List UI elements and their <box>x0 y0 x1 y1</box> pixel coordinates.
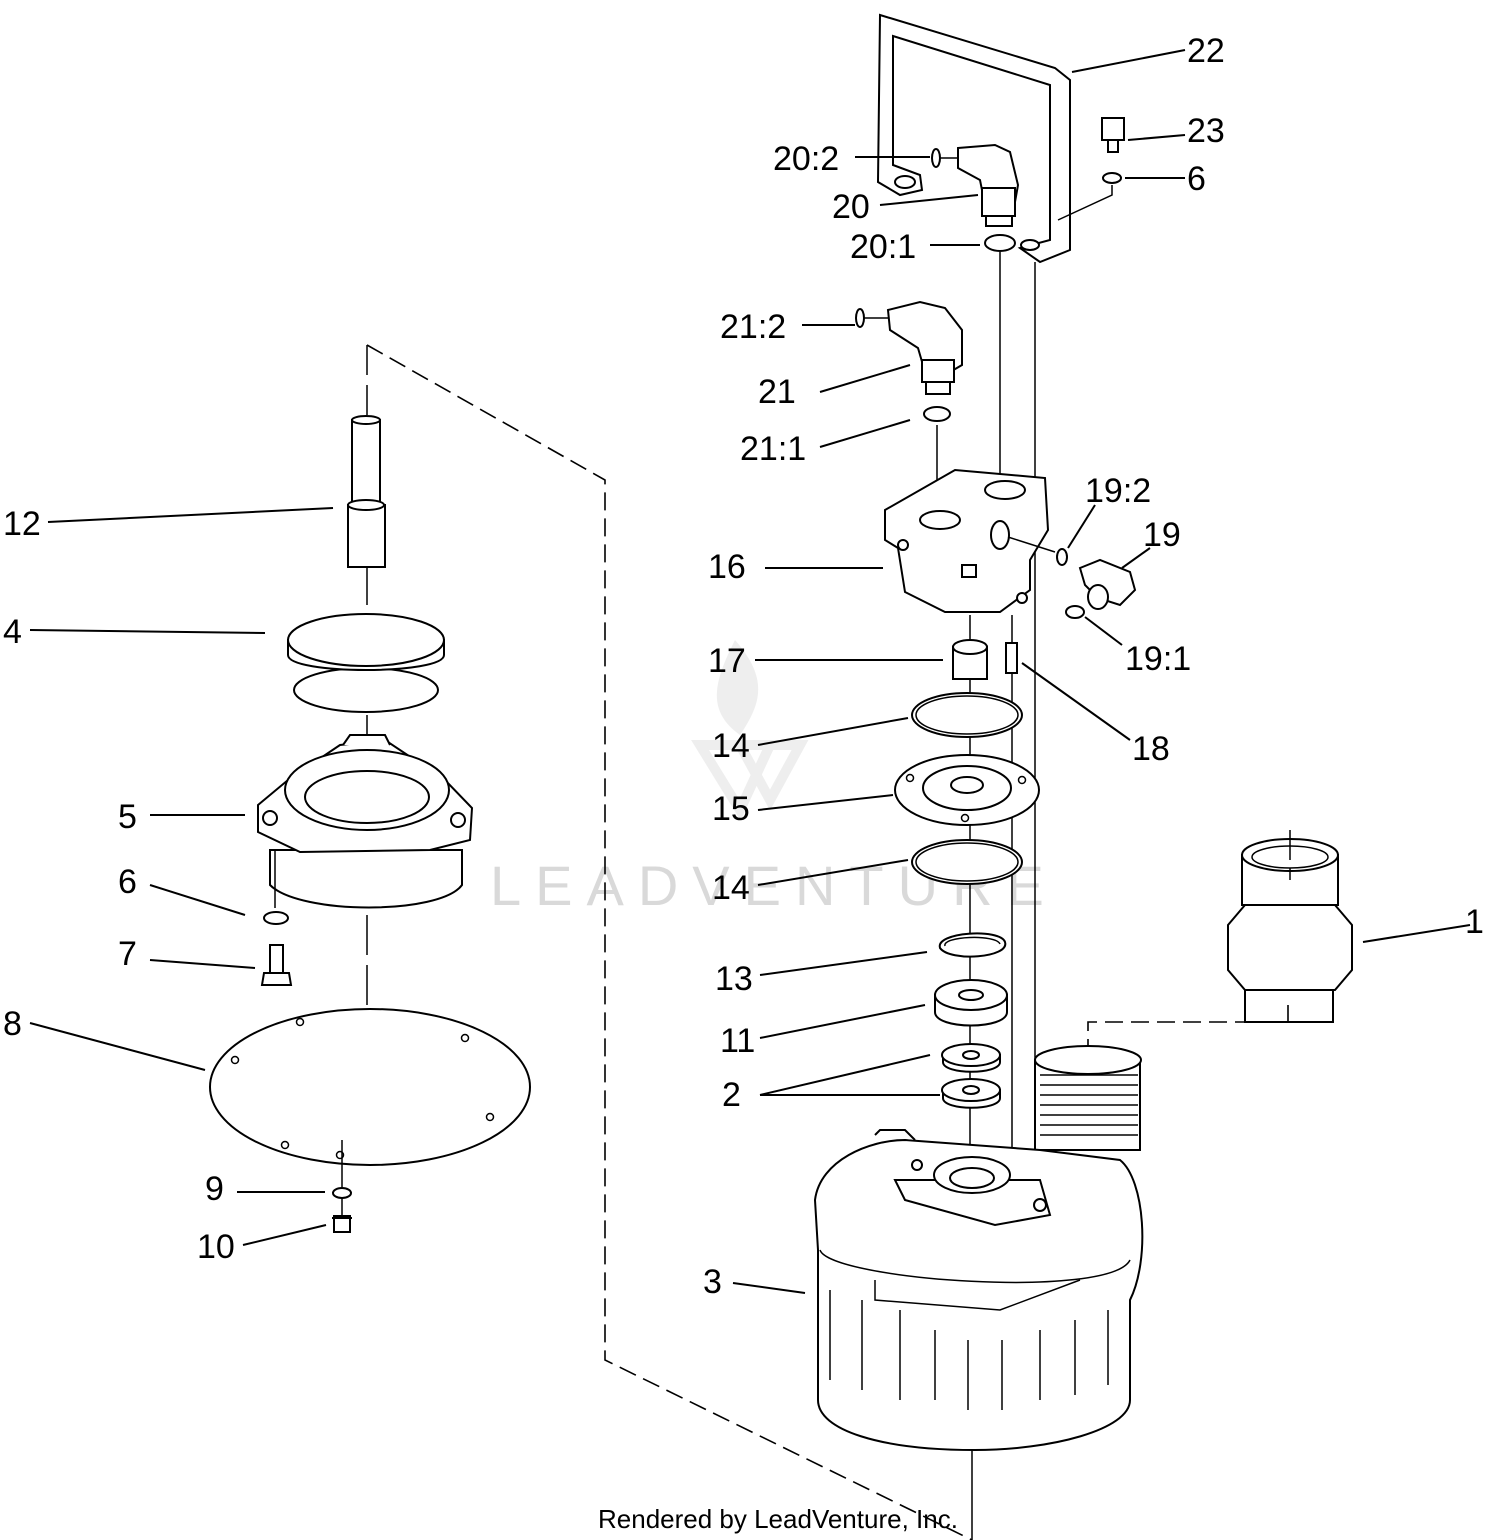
part-18-pin <box>1005 642 1018 674</box>
part-3-pump-body <box>813 1045 1144 1452</box>
callout-19-2: 19:2 <box>1085 472 1151 510</box>
callout-2: 2 <box>722 1076 741 1114</box>
callout-23: 23 <box>1187 112 1225 150</box>
callout-20-2: 20:2 <box>773 140 839 178</box>
callout-3: 3 <box>703 1263 722 1301</box>
callout-1: 1 <box>1465 903 1484 941</box>
assembly-dashed-guide <box>366 344 973 1540</box>
callout-20-1: 20:1 <box>850 228 916 266</box>
part-8-gasket <box>209 1008 531 1166</box>
part-20-1-oring <box>984 234 1016 252</box>
part-1-hose-coupling <box>1227 838 1353 1023</box>
callout-4: 4 <box>3 613 22 651</box>
part-10-screw <box>332 1215 352 1233</box>
callout-17: 17 <box>708 642 746 680</box>
part-6-lockwasher-right <box>1102 172 1122 184</box>
part-16-pump-head <box>884 468 1056 613</box>
callout-12: 12 <box>3 505 41 543</box>
callout-labels: 1 2 3 4 5 6 6 7 8 9 10 11 12 13 14 14 15… <box>3 32 1484 1301</box>
callout-21: 21 <box>758 373 796 411</box>
part-2-spacer-upper <box>941 1043 1001 1073</box>
callout-6-right: 6 <box>1187 160 1206 198</box>
callout-5: 5 <box>118 798 137 836</box>
callout-18: 18 <box>1132 730 1170 768</box>
callout-22: 22 <box>1187 32 1225 70</box>
callout-15: 15 <box>712 790 750 828</box>
part-5-housing <box>257 734 474 909</box>
callout-10: 10 <box>197 1228 235 1266</box>
part-7-bolt <box>260 944 293 986</box>
callout-14-top: 14 <box>712 727 750 765</box>
callout-19-1: 19:1 <box>1125 640 1191 678</box>
callout-14-bottom: 14 <box>712 869 750 907</box>
part-13-snap-ring <box>938 932 1007 958</box>
part-17-bushing <box>952 639 988 680</box>
render-credit: Rendered by LeadVenture, Inc. <box>598 1504 958 1534</box>
part-14-oring-top <box>911 692 1023 738</box>
callout-13: 13 <box>715 960 753 998</box>
part-22-handle <box>876 13 1071 264</box>
part-14-oring-bottom <box>911 839 1023 885</box>
part-6-lockwasher-left <box>263 911 289 925</box>
part-12-shaft <box>347 415 386 568</box>
callout-8: 8 <box>3 1005 22 1043</box>
callout-21-2: 21:2 <box>720 308 786 346</box>
watermark-logo <box>691 640 809 821</box>
callout-19: 19 <box>1143 516 1181 554</box>
part-21-1-oring <box>923 406 951 422</box>
callout-11: 11 <box>720 1022 755 1060</box>
callout-20: 20 <box>832 188 870 226</box>
part-19-elbow-fitting <box>1056 548 1137 619</box>
part-4-diaphragm <box>287 613 445 713</box>
part-2-spacer-lower <box>941 1078 1001 1109</box>
part-15-plate <box>894 754 1040 826</box>
part-9-washer <box>332 1187 352 1199</box>
callout-16: 16 <box>708 548 746 586</box>
part-20-elbow-fitting <box>931 143 1020 227</box>
callout-6-left: 6 <box>118 863 137 901</box>
part-11-seal <box>934 979 1008 1027</box>
part-21-elbow-fitting <box>855 300 963 395</box>
callout-9: 9 <box>205 1170 224 1208</box>
part-23-bolt <box>1101 117 1125 153</box>
callout-7: 7 <box>118 935 137 973</box>
callout-21-1: 21:1 <box>740 430 806 468</box>
